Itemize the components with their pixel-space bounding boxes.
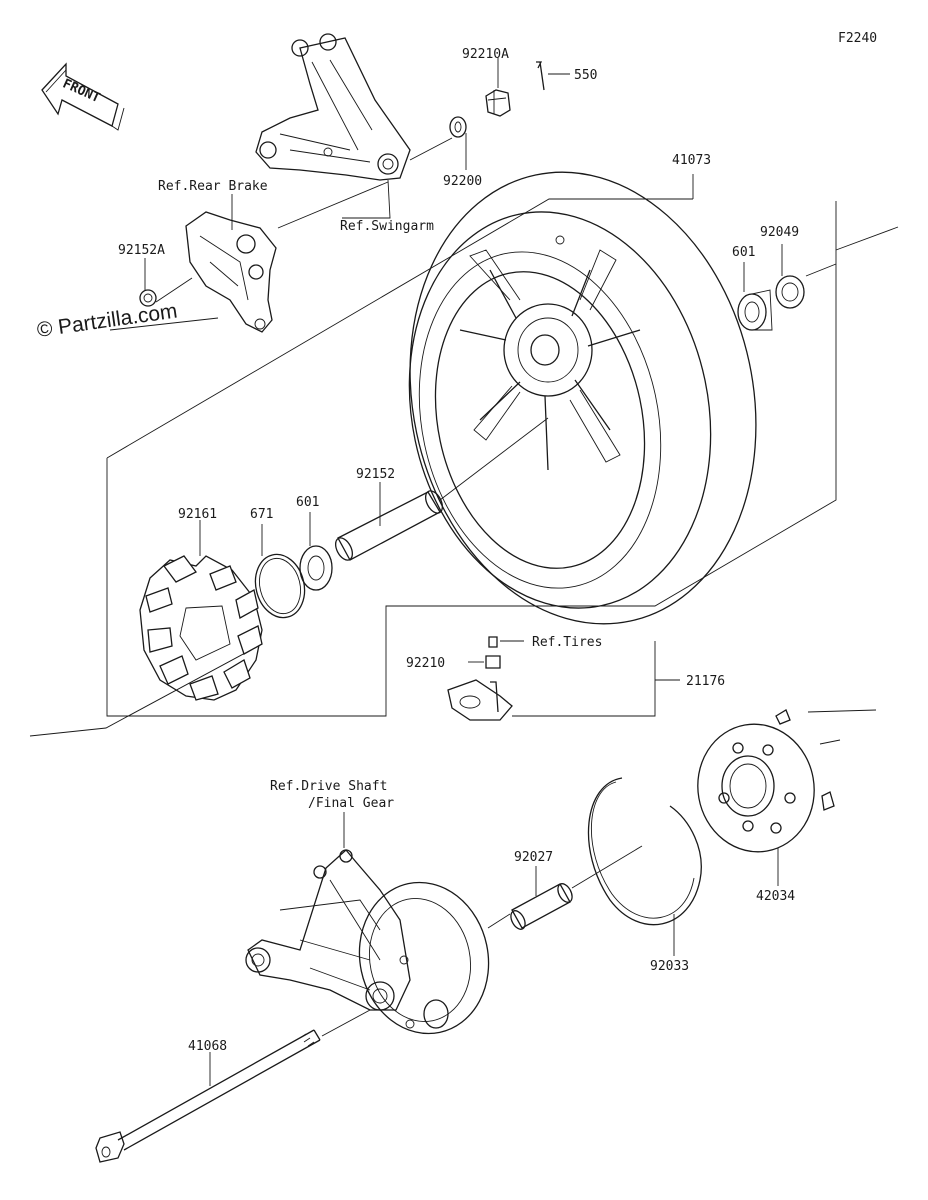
axle-41068 [95, 1029, 321, 1163]
front-arrow-icon: FRONT [41, 62, 125, 131]
rear-brake-bracket [185, 211, 277, 333]
callout-ref-tires: Ref.Tires [532, 635, 602, 650]
valve-21176 [447, 636, 513, 721]
callout-21176: 21176 [686, 674, 725, 689]
callout-ref-drive-shaft: Ref.Drive Shaft [270, 779, 387, 794]
damper-92161 [139, 555, 263, 701]
callout-92027: 92027 [514, 850, 553, 865]
diagram-code: F2240 [838, 31, 877, 46]
final-gear-case [245, 849, 490, 1035]
callout-92049: 92049 [760, 225, 799, 240]
rear-wheel-41073 [408, 171, 757, 625]
assembly-frame [29, 198, 899, 737]
callout-92152A: 92152A [118, 243, 165, 258]
callout-671: 671 [250, 507, 273, 522]
nut-92210A [485, 89, 511, 117]
collar-92027 [510, 883, 573, 930]
bearing-601-right [737, 289, 773, 331]
hub-42034 [697, 709, 835, 853]
bearing-601-left [299, 545, 333, 591]
callout-92210A: 92210A [462, 47, 509, 62]
callout-92161: 92161 [178, 507, 217, 522]
callout-ref-rear-brake: Ref.Rear Brake [158, 179, 268, 194]
watermark: © Partzilla.com [35, 299, 178, 341]
upper-bracket [255, 33, 411, 181]
circlip-92033 [587, 777, 702, 926]
callout-92210: 92210 [406, 656, 445, 671]
callout-42034: 42034 [756, 889, 795, 904]
o-ring-671 [254, 553, 306, 619]
washer-92200 [449, 116, 467, 138]
callout-550: 550 [574, 68, 597, 83]
callout-41068: 41068 [188, 1039, 227, 1054]
collar-92152A [139, 289, 157, 307]
seal-92049 [775, 275, 805, 309]
callout-92152: 92152 [356, 467, 395, 482]
callout-92200: 92200 [443, 174, 482, 189]
callout-ref-swingarm: Ref.Swingarm [340, 219, 434, 234]
spacer-tube-92152 [334, 490, 444, 561]
cotter-pin-550 [536, 61, 545, 91]
callout-601-right: 601 [732, 245, 755, 260]
callout-41073: 41073 [672, 153, 711, 168]
callout-ref-final-gear: /Final Gear [308, 796, 394, 811]
callout-601-left: 601 [296, 495, 319, 510]
callout-92033: 92033 [650, 959, 689, 974]
